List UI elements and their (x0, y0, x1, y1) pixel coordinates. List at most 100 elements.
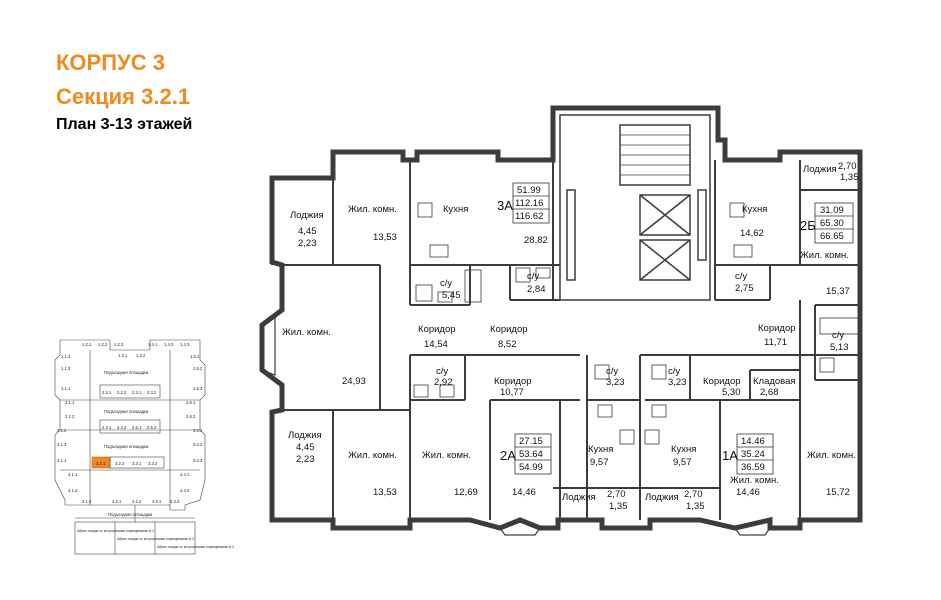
svg-text:1.4.1: 1.4.1 (148, 342, 158, 347)
svg-text:2,70: 2,70 (684, 489, 703, 500)
apartment-code-3a: 3А (497, 198, 513, 213)
svg-text:4.2.2: 4.2.2 (132, 499, 142, 504)
svg-text:Жил. комн.: Жил. комн. (348, 204, 397, 215)
svg-text:1,35: 1,35 (609, 501, 628, 512)
svg-text:Жил. комн.: Жил. комн. (730, 475, 779, 486)
svg-text:1.2.1: 1.2.1 (82, 342, 92, 347)
svg-text:1.4.3: 1.4.3 (180, 342, 190, 347)
svg-text:3.2.2: 3.2.2 (115, 461, 125, 466)
apartment-code-2a: 2А (500, 448, 516, 463)
svg-text:с/у: с/у (832, 330, 844, 341)
svg-text:Подъездная площадка: Подъездная площадка (108, 512, 153, 517)
svg-text:3.3.2: 3.3.2 (148, 461, 158, 466)
key-plan-labels: 1.2.1 1.2.2 1.2.3 1.4.1 1.4.2 1.4.3 1.3.… (57, 342, 234, 549)
svg-text:11,71: 11,71 (764, 337, 787, 348)
svg-text:1.3.1: 1.3.1 (118, 353, 128, 358)
svg-text:Абрис секции со встроенными по: Абрис секции со встроенными помещениями … (77, 529, 154, 533)
svg-text:1,35: 1,35 (840, 172, 859, 183)
svg-text:15,72: 15,72 (826, 487, 850, 498)
svg-text:Абрис секции со встроенными по: Абрис секции со встроенными помещениями … (157, 545, 234, 549)
svg-text:14,46: 14,46 (736, 487, 760, 498)
svg-text:Кухня: Кухня (588, 444, 613, 455)
svg-text:Подъездная площадка: Подъездная площадка (104, 444, 149, 449)
svg-text:с/у: с/у (735, 271, 747, 282)
svg-text:2,70: 2,70 (838, 161, 857, 172)
svg-text:Кухня: Кухня (443, 204, 468, 215)
svg-text:3,23: 3,23 (606, 377, 625, 388)
svg-text:2,68: 2,68 (760, 387, 779, 398)
svg-text:Лоджия: Лоджия (645, 492, 679, 503)
svg-text:4.3.2: 4.3.2 (170, 499, 180, 504)
floors-subtitle: План 3-13 этажей (56, 116, 193, 133)
svg-text:2.6.2: 2.6.2 (186, 414, 196, 419)
svg-text:4,45: 4,45 (296, 442, 315, 453)
svg-text:Кухня: Кухня (671, 444, 696, 455)
svg-text:4.1.3: 4.1.3 (82, 499, 92, 504)
svg-text:Коридор: Коридор (758, 323, 796, 334)
svg-text:Жил. комн.: Жил. комн. (422, 450, 471, 461)
svg-text:1.2.2: 1.2.2 (98, 342, 108, 347)
svg-text:Жил. комн.: Жил. комн. (348, 450, 397, 461)
svg-text:2,23: 2,23 (298, 238, 317, 249)
svg-text:Коридор: Коридор (494, 376, 532, 387)
svg-text:1.4.2: 1.4.2 (164, 342, 174, 347)
svg-text:10,77: 10,77 (500, 387, 524, 398)
svg-text:3.2.1: 3.2.1 (96, 461, 106, 466)
svg-text:3.3.1: 3.3.1 (132, 461, 142, 466)
svg-text:Лоджия: Лоджия (562, 492, 596, 503)
svg-text:13,53: 13,53 (373, 487, 397, 498)
svg-text:35.24: 35.24 (741, 449, 765, 460)
svg-text:8,52: 8,52 (498, 339, 517, 350)
svg-text:2.6.1: 2.6.1 (186, 400, 196, 405)
svg-text:с/у: с/у (606, 366, 618, 377)
section-title: Секция 3.2.1 (56, 84, 191, 109)
svg-text:2,23: 2,23 (296, 454, 315, 465)
svg-text:9,57: 9,57 (673, 457, 692, 468)
svg-text:4.2.1: 4.2.1 (112, 499, 122, 504)
svg-text:3.4.2: 3.4.2 (193, 442, 203, 447)
apartment-tables (512, 182, 854, 475)
svg-text:1,35: 1,35 (686, 501, 705, 512)
svg-text:2.4.2: 2.4.2 (117, 425, 127, 430)
apartment-code-2b: 2Б (800, 218, 816, 233)
svg-text:Жил. комн.: Жил. комн. (800, 250, 849, 261)
svg-text:2.1.1: 2.1.1 (65, 400, 75, 405)
apartment-codes: 3А 51.99 112.16 116.62 2Б 31.09 65.30 66… (497, 185, 844, 473)
svg-text:Жил. комн.: Жил. комн. (282, 327, 331, 338)
svg-text:24,93: 24,93 (342, 376, 366, 387)
svg-text:4.4.1: 4.4.1 (180, 472, 190, 477)
room-labels: Лоджия 4,45 2,23 Жил. комн. 13,53 Кухня … (282, 161, 859, 512)
svg-text:3.4.1: 3.4.1 (193, 428, 203, 433)
svg-text:27.15: 27.15 (519, 436, 543, 447)
svg-text:31.09: 31.09 (820, 205, 844, 216)
svg-text:116.62: 116.62 (515, 211, 543, 222)
svg-text:2.1.2: 2.1.2 (65, 414, 75, 419)
svg-text:1.1.1: 1.1.1 (61, 386, 71, 391)
svg-text:1.1.3: 1.1.3 (61, 366, 71, 371)
main-plan-walls (259, 105, 863, 536)
svg-text:Лоджия: Лоджия (290, 210, 324, 221)
svg-text:15,37: 15,37 (826, 286, 850, 297)
svg-text:1.1.2: 1.1.2 (61, 354, 71, 359)
svg-text:112.16: 112.16 (515, 198, 543, 209)
svg-text:2,70: 2,70 (607, 489, 626, 500)
svg-text:5,13: 5,13 (830, 342, 849, 353)
svg-text:с/у: с/у (440, 278, 452, 289)
building-title: КОРПУС 3 (56, 50, 165, 75)
svg-text:Коридор: Коридор (418, 324, 456, 335)
svg-text:4,45: 4,45 (298, 226, 317, 237)
svg-text:2.4.1: 2.4.1 (102, 425, 112, 430)
svg-text:54.99: 54.99 (519, 462, 543, 473)
key-plan (54, 339, 206, 555)
svg-text:Кладовая: Кладовая (753, 376, 796, 387)
svg-text:14.46: 14.46 (741, 436, 765, 447)
svg-text:51.99: 51.99 (517, 185, 541, 196)
svg-text:4.4.2: 4.4.2 (180, 488, 190, 493)
svg-text:66.65: 66.65 (820, 231, 844, 242)
svg-text:Подъездная площадка: Подъездная площадка (104, 370, 149, 375)
svg-text:5,45: 5,45 (442, 290, 461, 301)
svg-text:1.5.3: 1.5.3 (193, 386, 203, 391)
svg-text:Лоджия: Лоджия (288, 430, 322, 441)
svg-text:3.1.1: 3.1.1 (57, 458, 67, 463)
svg-text:53.64: 53.64 (519, 449, 543, 460)
